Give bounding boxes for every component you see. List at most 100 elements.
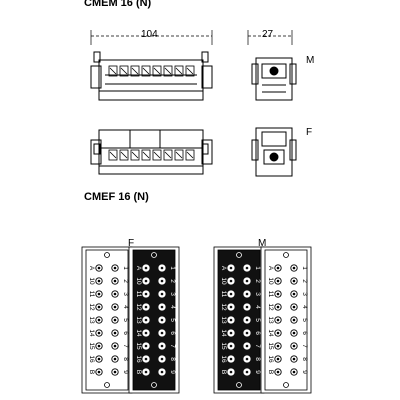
pin-label-right: 3 bbox=[122, 292, 129, 296]
pin-label-left: 15 bbox=[267, 342, 274, 350]
terminal-screw bbox=[185, 65, 195, 77]
contact-center bbox=[245, 279, 249, 283]
contact-center bbox=[229, 305, 233, 309]
pin-label-left: 13 bbox=[135, 316, 142, 324]
contact-center bbox=[144, 344, 148, 348]
contact-center bbox=[229, 292, 233, 296]
terminal-screw bbox=[130, 65, 140, 77]
pin-label-right: 4 bbox=[254, 305, 261, 309]
cmef-terminal-row bbox=[108, 149, 195, 161]
pin-label-left: 15 bbox=[88, 342, 95, 350]
terminal-screw bbox=[119, 65, 129, 77]
mounting-hole bbox=[151, 382, 157, 388]
contact-center bbox=[292, 279, 296, 283]
contact-center bbox=[276, 344, 280, 348]
contact-center bbox=[144, 370, 148, 374]
contact-center bbox=[160, 370, 164, 374]
terminal-screw bbox=[119, 149, 129, 161]
insert-body bbox=[85, 249, 129, 391]
pin-label-right: 7 bbox=[254, 344, 261, 348]
contact-center bbox=[292, 331, 296, 335]
contact-center bbox=[276, 370, 280, 374]
contact-center bbox=[160, 292, 164, 296]
contact-center bbox=[144, 305, 148, 309]
pin-label-right: 2 bbox=[301, 279, 308, 283]
pin-label-right: 1 bbox=[254, 266, 261, 270]
contact-center bbox=[113, 318, 117, 322]
contact-center bbox=[160, 344, 164, 348]
contact-center bbox=[160, 318, 164, 322]
contact-center bbox=[97, 292, 101, 296]
contact-center bbox=[276, 357, 280, 361]
terminal-screw bbox=[174, 149, 184, 161]
contact-center bbox=[276, 292, 280, 296]
pin-label-right: 1 bbox=[122, 266, 129, 270]
contact-center bbox=[292, 305, 296, 309]
cmef-heading: CMEF 16 (N) bbox=[84, 191, 149, 203]
contact-center bbox=[160, 279, 164, 283]
contact-center bbox=[276, 318, 280, 322]
pin-label-left: 13 bbox=[220, 316, 227, 324]
pin-label-left: B bbox=[135, 370, 142, 374]
pin-label-right: 3 bbox=[301, 292, 308, 296]
pin-label-right: 9 bbox=[169, 370, 176, 374]
terminal-screw bbox=[174, 65, 184, 77]
terminal-screw bbox=[108, 65, 118, 77]
pin-label-right: 8 bbox=[254, 357, 261, 361]
dimension-104 bbox=[90, 30, 213, 45]
pin-label-left: B bbox=[267, 370, 274, 374]
contact-center bbox=[113, 331, 117, 335]
contact-center bbox=[113, 279, 117, 283]
mounting-hole bbox=[236, 252, 242, 258]
pin-label-left: B bbox=[220, 370, 227, 374]
contact-center bbox=[245, 344, 249, 348]
pin-label-left: 11 bbox=[88, 291, 95, 298]
pin-label-right: 5 bbox=[301, 318, 308, 322]
pin-label-right: 9 bbox=[254, 370, 261, 374]
pin-label-left: 11 bbox=[220, 291, 227, 298]
pin-label-left: 14 bbox=[267, 329, 274, 337]
contact-center bbox=[144, 266, 148, 270]
contact-center bbox=[97, 305, 101, 309]
face-label-m: M bbox=[258, 238, 266, 249]
contact-center bbox=[276, 279, 280, 283]
pin-label-right: 5 bbox=[254, 318, 261, 322]
face-label-f: F bbox=[128, 238, 134, 249]
contact-center bbox=[292, 370, 296, 374]
pin-label-right: 1 bbox=[301, 266, 308, 270]
pin-label-left: 12 bbox=[88, 303, 95, 311]
mounting-hole bbox=[236, 382, 242, 388]
contact-center bbox=[276, 266, 280, 270]
contact-center bbox=[97, 357, 101, 361]
cmem-terminal-row bbox=[108, 65, 195, 77]
cmem-front-view bbox=[90, 51, 213, 101]
pin-label-right: 9 bbox=[122, 370, 129, 374]
pin-label-right: 4 bbox=[301, 305, 308, 309]
contact-center bbox=[229, 331, 233, 335]
contact-center bbox=[97, 318, 101, 322]
terminal-screw bbox=[163, 65, 173, 77]
dimension-104-label: 104 bbox=[141, 29, 158, 40]
pin-label-right: 6 bbox=[301, 331, 308, 335]
pin-label-right: 8 bbox=[122, 357, 129, 361]
pin-label-left: 12 bbox=[135, 303, 142, 311]
pin-label-left: 16 bbox=[220, 355, 227, 363]
view-label-f: F bbox=[306, 127, 312, 138]
dimension-27 bbox=[247, 30, 293, 45]
insert-body bbox=[132, 249, 176, 391]
terminal-screw bbox=[141, 149, 151, 161]
pin-label-left: 15 bbox=[135, 342, 142, 350]
contact-center bbox=[144, 279, 148, 283]
cmef-front-view bbox=[90, 129, 213, 175]
contact-center bbox=[292, 266, 296, 270]
contact-center bbox=[97, 370, 101, 374]
contact-center bbox=[292, 292, 296, 296]
contact-center bbox=[113, 305, 117, 309]
pin-label-left: 16 bbox=[135, 355, 142, 363]
contact-center bbox=[229, 370, 233, 374]
contact-center bbox=[144, 331, 148, 335]
contact-center bbox=[229, 318, 233, 322]
contact-center bbox=[144, 357, 148, 361]
